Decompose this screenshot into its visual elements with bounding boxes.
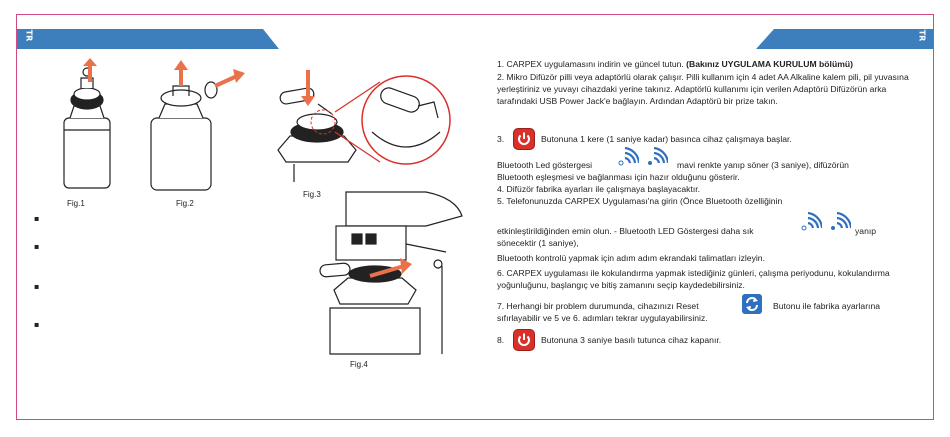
figure-3-caption: Fig.3 — [303, 190, 321, 199]
bluetooth-led-text-b: mavi renkte yanıp söner (3 saniye), difü… — [677, 160, 849, 170]
reset-button-icon — [742, 294, 762, 314]
step-1: 1. CARPEX uygulamasını indirin ve güncel… — [497, 58, 927, 70]
step-2: 2. Mikro Difüzör pilli veya adaptörlü ol… — [497, 72, 909, 106]
power-button-icon — [513, 128, 535, 150]
language-tab-left: TR — [17, 29, 279, 49]
bullet-4: ▪ — [34, 320, 40, 329]
step-4: 4. Difüzör fabrika ayarları ile çalışmay… — [497, 184, 700, 194]
power-button-icon — [513, 329, 535, 351]
bullet-1: ▪ — [34, 214, 40, 223]
language-tab-right: TR — [756, 29, 933, 49]
step-5: 5. Telefonunuzda CARPEX Uygulaması'na gi… — [497, 196, 783, 206]
figure-1-illustration — [63, 58, 111, 189]
step-8-number: 8. — [497, 335, 505, 345]
figure-2-illustration — [150, 60, 245, 191]
bluetooth-signal-icon — [831, 211, 851, 230]
bluetooth-signal-icon — [648, 146, 668, 165]
step-5-continued-a: etkinleştirildiğinden emin olun. - Bluet… — [497, 226, 754, 236]
figure-2-caption: Fig.2 — [176, 199, 194, 208]
bluetooth-control-text: Bluetooth kontrolü yapmak için adım adım… — [497, 253, 765, 263]
step-7-text-c: sıfırlayabilir ve 5 ve 6. adımları tekra… — [497, 313, 708, 323]
bluetooth-signal-icon — [801, 211, 822, 231]
figure-1-caption: Fig.1 — [67, 199, 85, 208]
bullet-3: ▪ — [34, 282, 40, 291]
language-label-right: TR — [917, 29, 927, 42]
language-label-left: TR — [24, 29, 34, 42]
bluetooth-led-text-c: Bluetooth eşleşmesi ve bağlanması için h… — [497, 172, 740, 182]
step-7-text-a: 7. Herhangi bir problem durumunda, cihaz… — [497, 301, 699, 311]
step-1-bold: (Bakınız UYGULAMA KURULUM bölümü) — [686, 59, 853, 69]
bluetooth-signal-icon — [618, 146, 639, 166]
step-6: 6. CARPEX uygulaması ile kokulandırma ya… — [497, 268, 890, 290]
figure-3-illustration — [277, 70, 451, 182]
bullet-2: ▪ — [34, 242, 40, 251]
step-7-text-b: Butonu ile fabrika ayarlarına — [773, 301, 881, 311]
page-frame — [16, 14, 934, 420]
figure-4-caption: Fig.4 — [350, 360, 368, 369]
step-1-text: 1. CARPEX uygulamasını indirin ve güncel… — [497, 59, 687, 69]
step-3-number: 3. — [497, 134, 505, 144]
step-5-continued-b: yanıp — [855, 226, 877, 236]
figure-4-illustration — [319, 191, 463, 355]
step-3-text: Butonuna 1 kere (1 saniye kadar) basınca… — [541, 134, 792, 144]
step-8-text: Butonuna 3 saniye basılı tutunca cihaz k… — [541, 335, 722, 345]
step-5-continued-c: sönecektir (1 saniye), — [497, 238, 579, 248]
bluetooth-led-text-a: Bluetooth Led göstergesi — [497, 160, 593, 170]
